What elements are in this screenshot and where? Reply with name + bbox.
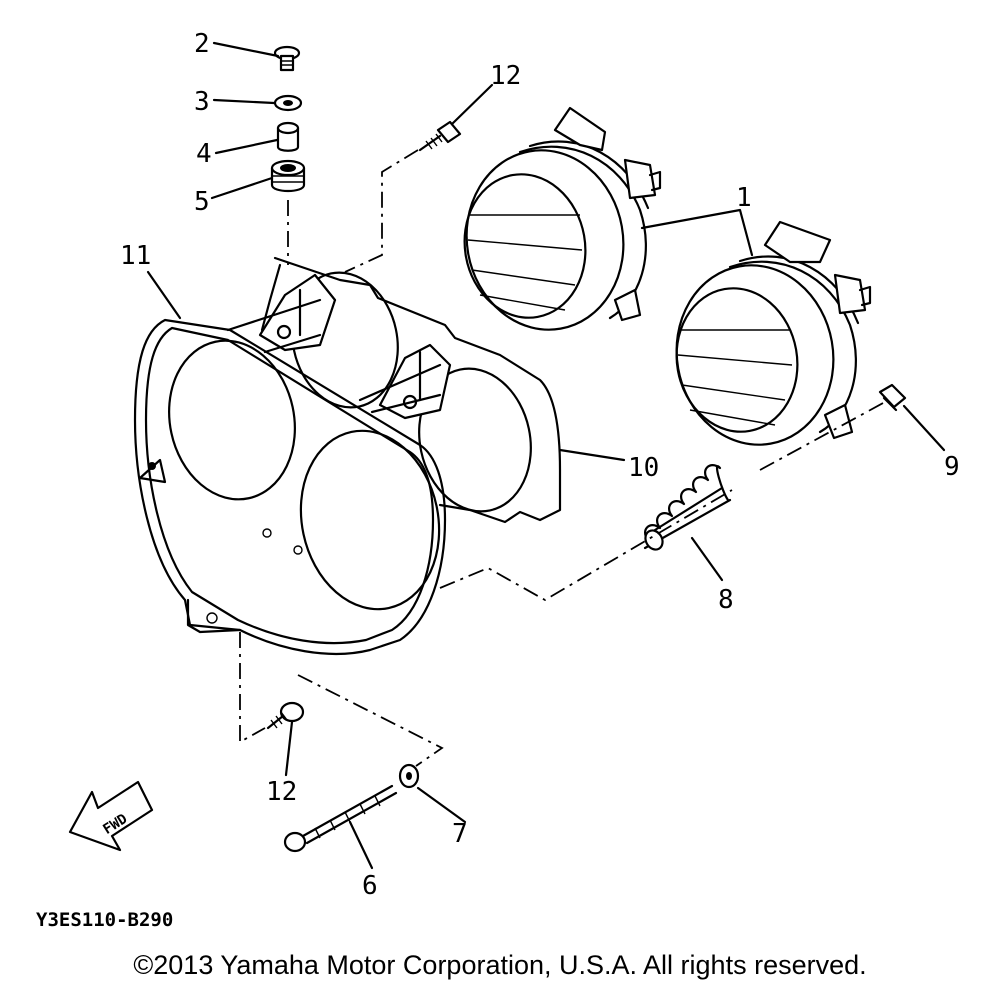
- part-label-1: 1: [736, 183, 752, 213]
- clip-nut-part-9: [878, 383, 907, 412]
- headlight-unit-upper: [463, 106, 662, 331]
- headlight-unit-lower: [675, 220, 872, 446]
- washer-part-3: [273, 94, 303, 112]
- adjusting-screw-part-6: [283, 784, 398, 853]
- part-label-12-lower: 12: [266, 777, 297, 807]
- part-label-5: 5: [194, 187, 210, 217]
- housing-back-frame: [226, 256, 562, 524]
- headlight-housing: [133, 318, 447, 656]
- part-number-labels: 2 3 4 5 11 12 1 10 9 8 12 7 6: [120, 29, 960, 901]
- part-label-7: 7: [452, 819, 468, 849]
- assembly-lines: [239, 149, 886, 767]
- bolt-part-12-upper: [418, 120, 462, 152]
- leader-lines: [146, 41, 946, 870]
- grommet-part-5: [270, 159, 306, 193]
- screw-part-2: [273, 45, 301, 72]
- part-label-10: 10: [628, 453, 659, 483]
- forward-direction-arrow: FWD: [68, 780, 154, 852]
- part-label-4: 4: [196, 139, 212, 169]
- spring-part-8: [643, 464, 732, 551]
- part-label-2: 2: [194, 29, 210, 59]
- bolt-part-12-lower: [266, 701, 305, 730]
- part-label-6: 6: [362, 871, 378, 901]
- part-label-12-upper: 12: [490, 61, 521, 91]
- diagram-code: Y3ES110-B290: [36, 909, 173, 931]
- part-label-9: 9: [944, 452, 960, 482]
- nut-part-7: [398, 763, 420, 789]
- part-label-11: 11: [120, 241, 151, 271]
- collar-part-4: [276, 121, 300, 152]
- copyright-notice: ©2013 Yamaha Motor Corporation, U.S.A. A…: [133, 950, 867, 980]
- part-label-3: 3: [194, 87, 210, 117]
- part-label-8: 8: [718, 585, 734, 615]
